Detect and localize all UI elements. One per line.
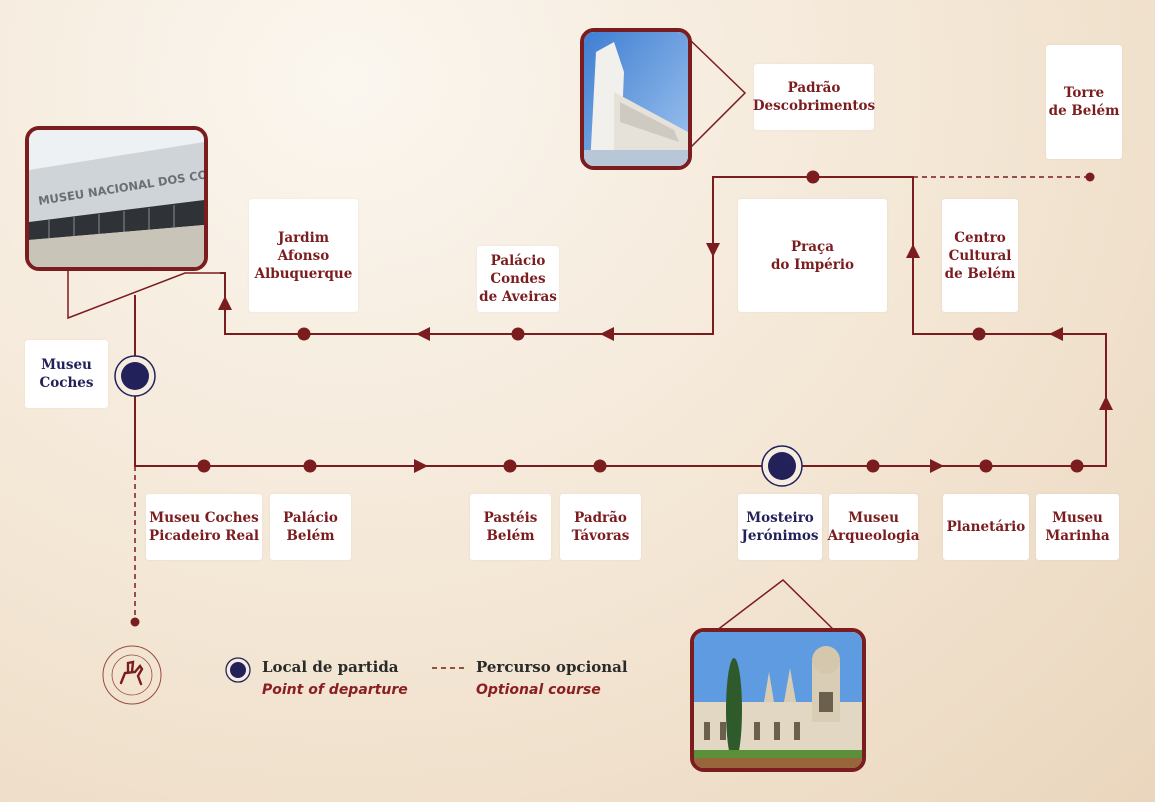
stop-dot[interactable] [503,459,517,473]
stop-dot-optional[interactable] [130,617,140,627]
stop-dot[interactable] [979,459,993,473]
callout-jeronimos [711,579,839,635]
arrow-up-icon [906,244,920,258]
stop-label-padrao-descobrimentos[interactable]: Padrão Descobrimentos [753,64,875,130]
horse-seal-logo [102,645,162,705]
departure-dot[interactable] [121,362,149,390]
stop-dot[interactable] [593,459,607,473]
seal-ring-outer [102,645,162,705]
legend-departure-label: Local de partida [262,658,399,676]
photo-callouts [67,37,839,635]
stop-dot[interactable] [866,459,880,473]
stop-label-palacio-belem[interactable]: Palácio Belém [270,494,351,560]
callout-padrao [687,37,747,151]
stop-dot[interactable] [1070,459,1084,473]
museum-building-image: MUSEU NACIONAL DOS COCHES [29,130,204,267]
callout-coches [67,268,220,320]
stop-dot[interactable] [297,327,311,341]
arrow-right-icon [930,459,944,473]
stop-label-palacio-condes-aveiras[interactable]: Palácio Condes de Aveiras [477,246,559,312]
legend-optional-label: Percurso opcional [476,658,628,676]
seal-ring-inner [111,654,153,696]
arrow-right-icon [414,459,428,473]
stop-label-museu-arqueologia[interactable]: Museu Arqueologia [828,494,919,560]
stop-label-museu-coches[interactable]: Museu Coches [25,340,108,408]
stop-dots [130,170,1095,627]
stop-label-planetario[interactable]: Planetário [943,494,1029,560]
stop-dot[interactable] [972,327,986,341]
stop-label-jardim-afonso-albuquerque[interactable]: Jardim Afonso Albuquerque [249,199,358,312]
stop-dot[interactable] [197,459,211,473]
legend-marks [225,657,468,683]
legend-departure-sublabel: Point of departure [262,682,408,698]
stop-dot[interactable] [511,327,525,341]
stop-label-padrao-tavoras[interactable]: Padrão Távoras [560,494,641,560]
departure-markers [114,355,803,487]
monastery-image [694,632,862,768]
stop-label-pasteis-belem[interactable]: Pastéis Belém [470,494,551,560]
direction-arrows [218,243,1113,473]
arrow-left-icon [1049,327,1063,341]
optional-route [134,176,1090,620]
stop-label-mosteiro-jeronimos[interactable]: Mosteiro Jerónimos [738,494,822,560]
arrow-left-icon [416,327,430,341]
photo-mosteiro-jeronimos [690,628,866,772]
stop-label-praca-imperio[interactable]: Praça do Império [738,199,887,312]
stop-label-museu-marinha[interactable]: Museu Marinha [1036,494,1119,560]
legend-optional-sublabel: Optional course [476,682,601,698]
legend-departure-icon [230,662,246,678]
arrow-down-icon [706,243,720,257]
stop-dot-optional[interactable] [1085,172,1095,182]
arrow-up-icon [218,296,232,310]
stop-label-centro-cultural-belem[interactable]: Centro Cultural de Belém [942,199,1018,312]
photo-museu-coches: MUSEU NACIONAL DOS COCHES [25,126,208,271]
horse-rider-icon [119,660,144,686]
arrow-up-icon [1099,396,1113,410]
stop-label-museu-coches-picadeiro[interactable]: Museu Coches Picadeiro Real [146,494,262,560]
stop-dot[interactable] [303,459,317,473]
monument-image [584,32,688,166]
stop-label-torre-belem[interactable]: Torre de Belém [1046,45,1122,159]
photo-padrao-descobrimentos [580,28,692,170]
departure-dot[interactable] [768,452,796,480]
stop-dot[interactable] [806,170,820,184]
arrow-left-icon [600,327,614,341]
